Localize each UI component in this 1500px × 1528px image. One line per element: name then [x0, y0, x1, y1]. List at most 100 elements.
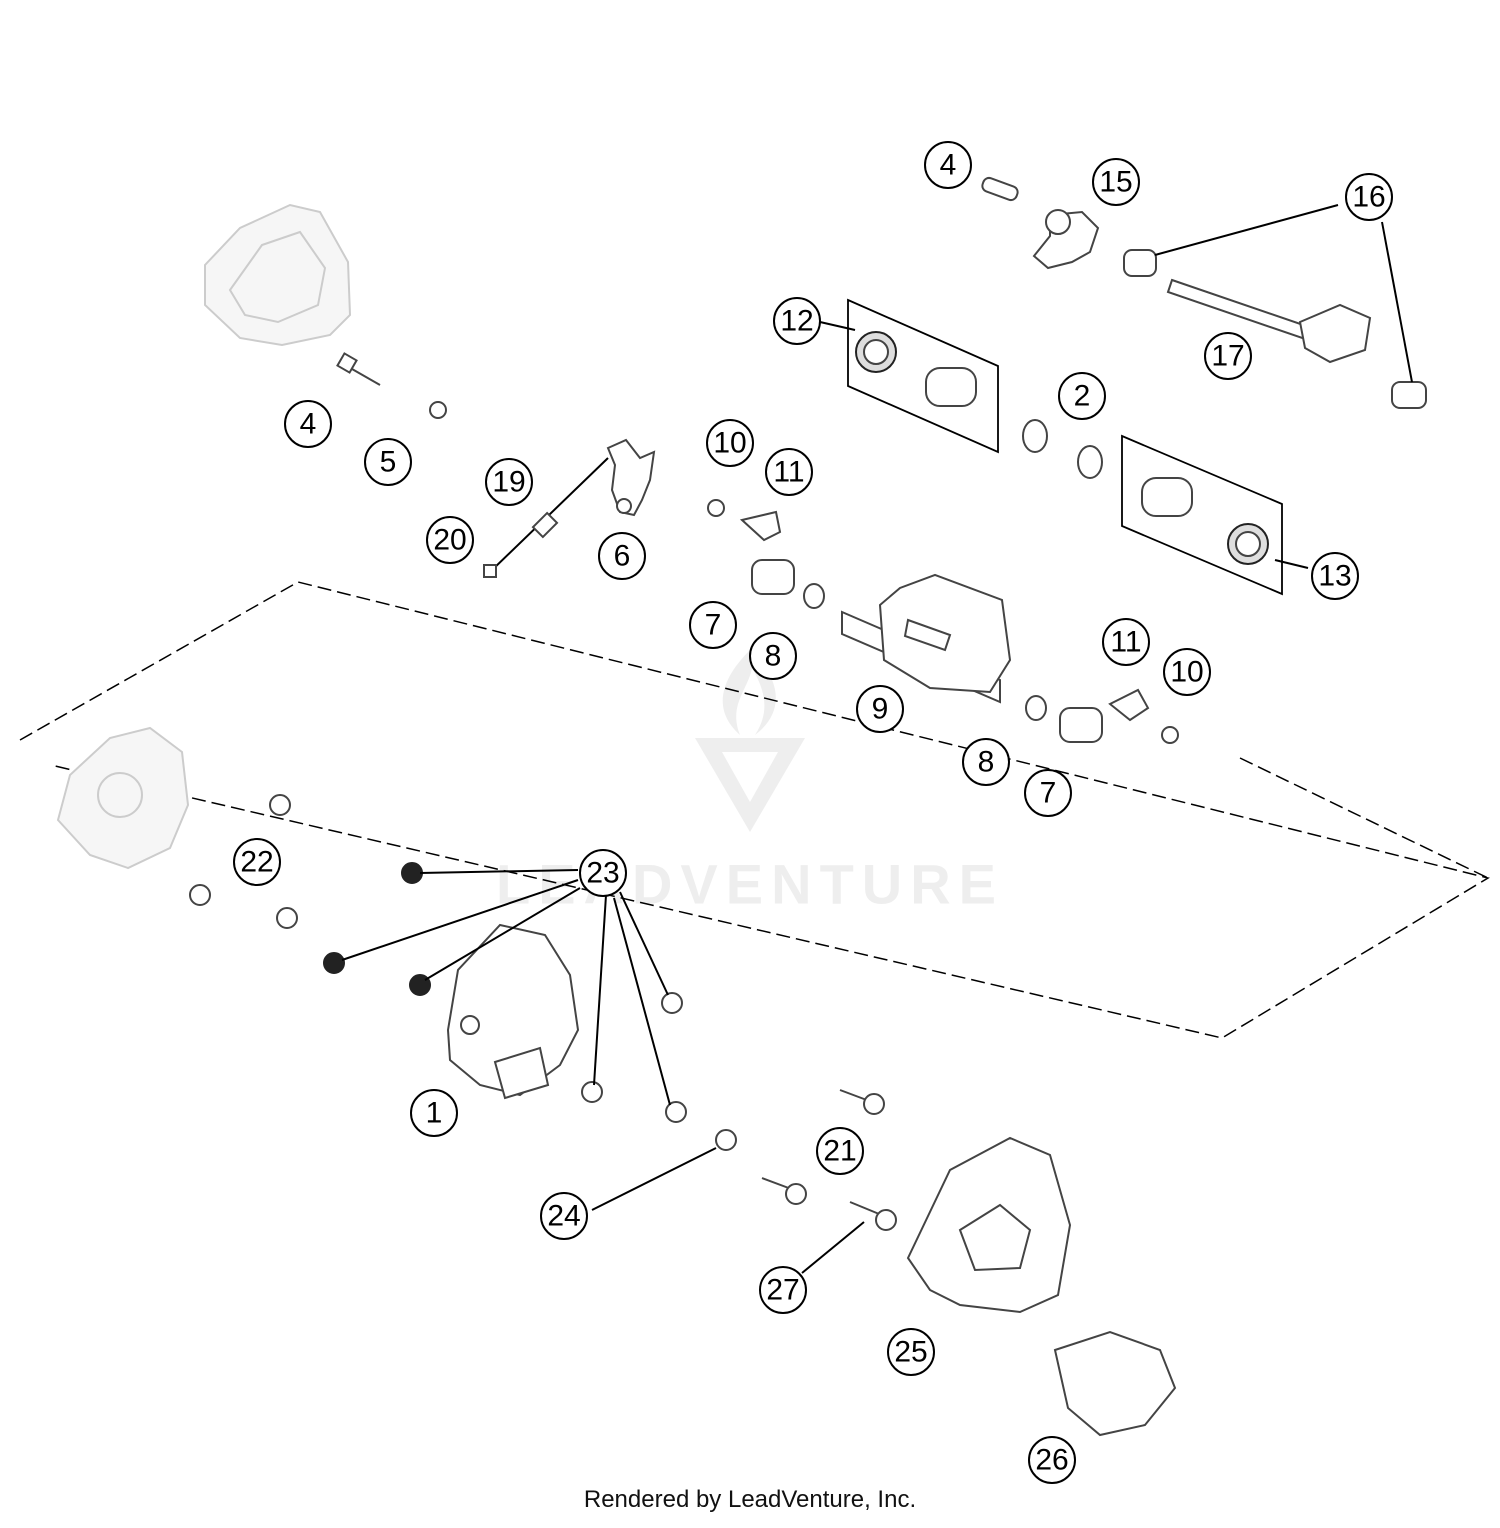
callout-label: 20 — [433, 524, 466, 557]
callout-label: 7 — [705, 609, 722, 642]
nut-part-23-b — [581, 1081, 603, 1103]
callout-label: 7 — [1040, 777, 1057, 810]
cover-part-25 — [906, 1136, 1072, 1314]
kit-12-contents — [855, 331, 977, 407]
callout-5[interactable]: 5 — [364, 438, 412, 486]
assembly-outline — [19, 581, 1490, 1039]
callout-label: 25 — [894, 1336, 927, 1369]
grommet-part-23-a — [401, 862, 423, 884]
kit-box-13 — [1121, 434, 1283, 596]
bearing-part-7-left — [751, 559, 795, 595]
callout-10-left[interactable]: 10 — [706, 419, 754, 467]
screw-part-10-right — [1161, 726, 1179, 744]
screw-part-10-left — [707, 499, 725, 517]
callout-8-left[interactable]: 8 — [749, 632, 797, 680]
grommet-part-23-b — [323, 952, 345, 974]
callout-label: 24 — [547, 1200, 580, 1233]
callout-label: 23 — [586, 857, 619, 890]
plate-part-11-left — [739, 510, 782, 542]
bolt-part-22-b — [189, 884, 211, 906]
bolt-part-21-a — [839, 1089, 885, 1115]
callout-26[interactable]: 26 — [1028, 1436, 1076, 1484]
detent-lever-part-6 — [606, 438, 656, 517]
footer-credit: Rendered by LeadVenture, Inc. — [583, 1486, 917, 1513]
callout-9[interactable]: 9 — [856, 685, 904, 733]
actuator-part-1 — [446, 923, 580, 1100]
shift-shaft-part-17 — [1166, 278, 1372, 364]
callout-13[interactable]: 13 — [1311, 552, 1359, 600]
callout-label: 27 — [766, 1274, 799, 1307]
callout-22[interactable]: 22 — [233, 838, 281, 886]
callout-20[interactable]: 20 — [426, 516, 474, 564]
shift-drum-part-9 — [841, 573, 1012, 704]
callout-label: 4 — [940, 149, 957, 182]
callout-27[interactable]: 27 — [759, 1266, 807, 1314]
callout-11-left[interactable]: 11 — [765, 448, 813, 496]
callout-25[interactable]: 25 — [887, 1328, 935, 1376]
callout-label: 9 — [872, 693, 889, 726]
callout-label: 21 — [823, 1135, 856, 1168]
bushing-part-16-lower — [1391, 381, 1427, 409]
callout-7-left[interactable]: 7 — [689, 601, 737, 649]
cover-middle-left — [56, 726, 190, 870]
bolt-part-20 — [483, 457, 609, 578]
callout-8-right[interactable]: 8 — [962, 738, 1010, 786]
callout-label: 6 — [614, 540, 631, 573]
callout-11-right[interactable]: 11 — [1102, 618, 1150, 666]
callout-4-left[interactable]: 4 — [284, 400, 332, 448]
callout-6[interactable]: 6 — [598, 532, 646, 580]
callout-23[interactable]: 23 — [579, 849, 627, 897]
callout-label: 8 — [978, 746, 995, 779]
callout-2[interactable]: 2 — [1058, 372, 1106, 420]
plate-part-11-right — [1108, 688, 1150, 722]
oring-part-8-right — [1025, 695, 1047, 721]
callout-label: 11 — [773, 456, 804, 489]
callout-12[interactable]: 12 — [773, 297, 821, 345]
bolt-part-22-a — [269, 794, 291, 816]
shift-arm-part-15 — [981, 176, 1100, 270]
callout-7-right[interactable]: 7 — [1024, 769, 1072, 817]
leader-lines — [341, 204, 1413, 1274]
guard-part-26 — [1053, 1330, 1177, 1437]
kit-13-contents — [1141, 477, 1269, 565]
callout-label: 5 — [380, 446, 397, 479]
callout-label: 15 — [1099, 166, 1132, 199]
bolt-part-21-b — [761, 1177, 807, 1205]
watermark: LEADVENTURE — [496, 650, 1004, 916]
callout-label: 1 — [426, 1097, 443, 1130]
bolt-part-22-c — [276, 907, 298, 929]
watermark-text: LEADVENTURE — [496, 853, 1004, 916]
watermark-v-icon — [695, 738, 805, 832]
callout-label: 17 — [1211, 340, 1244, 373]
callout-19[interactable]: 19 — [485, 458, 533, 506]
callout-1[interactable]: 1 — [410, 1089, 458, 1137]
callout-10-right[interactable]: 10 — [1163, 648, 1211, 696]
callout-label: 10 — [1170, 656, 1203, 689]
callout-label: 12 — [780, 305, 813, 338]
callout-15[interactable]: 15 — [1092, 158, 1140, 206]
callout-21[interactable]: 21 — [816, 1127, 864, 1175]
callout-label: 19 — [492, 466, 525, 499]
callout-17[interactable]: 17 — [1204, 332, 1252, 380]
callout-label: 13 — [1318, 560, 1351, 593]
callout-label: 22 — [240, 846, 273, 879]
callout-4-top[interactable]: 4 — [924, 141, 972, 189]
callout-24[interactable]: 24 — [540, 1192, 588, 1240]
kit-box-12 — [847, 298, 999, 454]
callout-16[interactable]: 16 — [1345, 173, 1393, 221]
nut-part-23-a — [661, 992, 683, 1014]
bolt-part-27 — [849, 1201, 897, 1231]
callout-label: 8 — [765, 640, 782, 673]
bolt-part-4-left — [336, 352, 381, 386]
bearing-part-7-right — [1059, 707, 1103, 743]
ring-part-2-b — [1077, 445, 1103, 479]
callout-label: 26 — [1035, 1444, 1068, 1477]
washer-part-5 — [429, 401, 447, 419]
callout-label: 2 — [1074, 380, 1091, 413]
cover-top-left — [204, 203, 352, 347]
nut-part-23-c — [665, 1101, 687, 1123]
callout-label: 11 — [1110, 626, 1141, 659]
bushing-part-16-upper — [1123, 249, 1157, 277]
screw-part-24 — [715, 1129, 737, 1151]
